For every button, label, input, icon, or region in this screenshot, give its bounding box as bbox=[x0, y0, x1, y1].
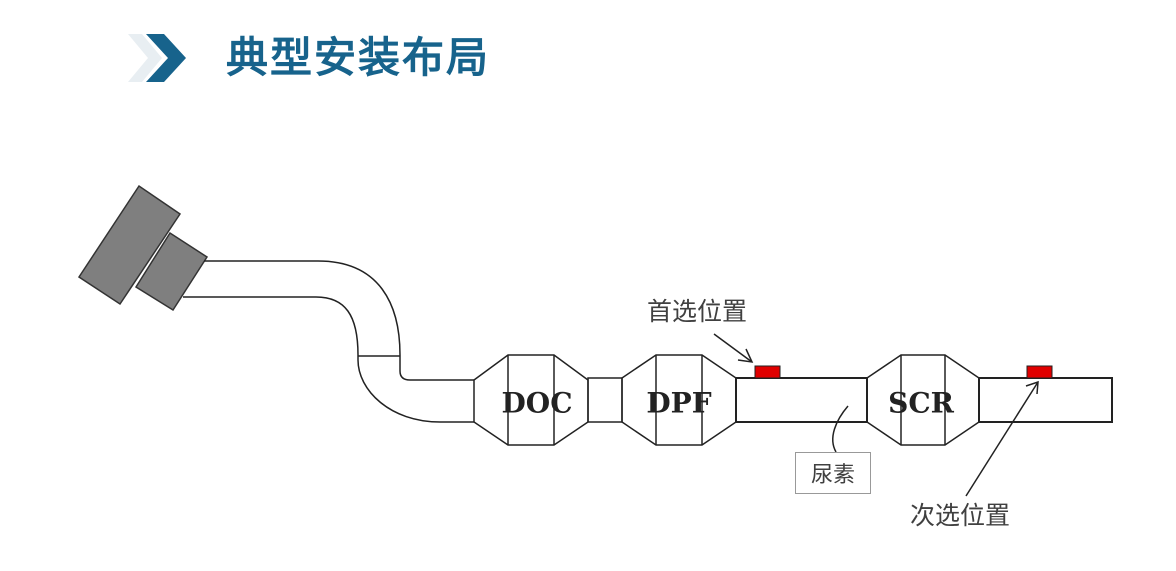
primary-position-label: 首选位置 bbox=[647, 297, 748, 326]
exhaust-pipe bbox=[183, 260, 474, 423]
mixing-pipe bbox=[735, 377, 868, 423]
primary-arrow bbox=[713, 333, 754, 363]
engine bbox=[77, 184, 209, 312]
chevron-right-icon bbox=[128, 34, 186, 82]
doc-label: DOC bbox=[501, 386, 573, 420]
urea-leader bbox=[832, 405, 849, 453]
title-bar: 典型安装布局 bbox=[128, 30, 490, 86]
primary-sensor bbox=[754, 365, 781, 379]
urea-label: 尿素 bbox=[810, 463, 855, 488]
secondary-sensor bbox=[1026, 365, 1053, 379]
dpf-label: DPF bbox=[646, 386, 712, 420]
tailpipe bbox=[978, 377, 1113, 423]
urea-box: 尿素 bbox=[795, 452, 871, 494]
scr-label: SCR bbox=[888, 386, 954, 420]
secondary-position-label: 次选位置 bbox=[910, 501, 1011, 530]
secondary-arrow bbox=[965, 380, 1039, 497]
connector-tube bbox=[587, 377, 623, 423]
engine-block-small bbox=[134, 231, 209, 312]
engine-block-large bbox=[77, 184, 182, 306]
page-title: 典型安装布局 bbox=[226, 33, 491, 82]
